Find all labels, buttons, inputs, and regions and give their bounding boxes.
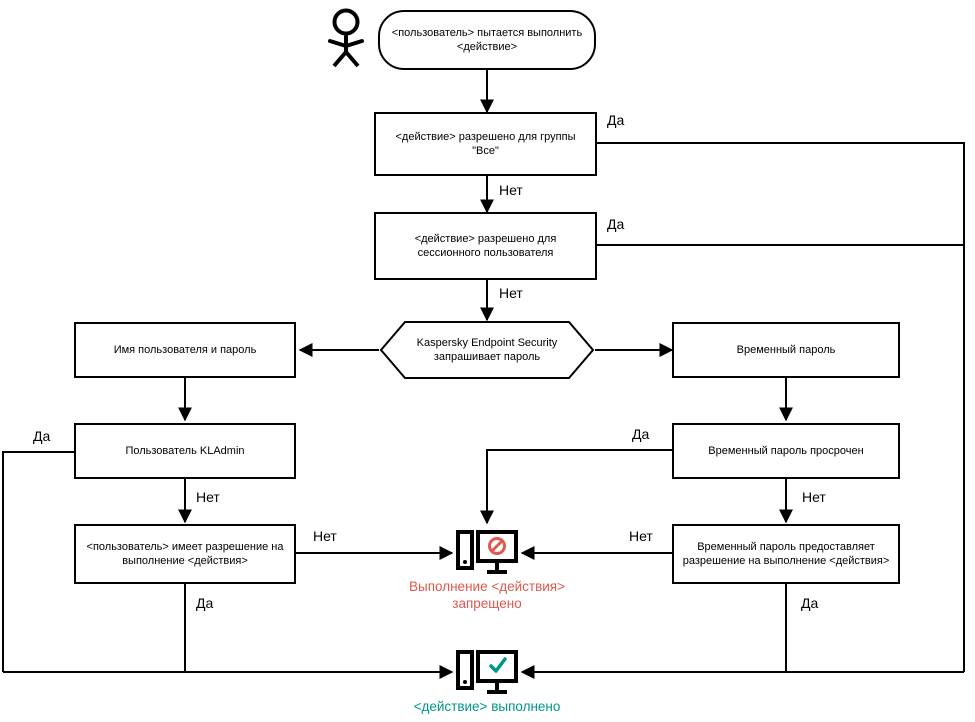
node-temp-password-grants-permission: Временный пароль предоставляет разрешени… xyxy=(672,524,900,584)
computer-check-icon xyxy=(455,648,519,698)
node-username-and-password: Имя пользователя и пароль xyxy=(74,322,296,378)
node-temporary-password-expired-label: Временный пароль просрочен xyxy=(708,445,864,457)
node-allowed-session-user-label: <действие> разрешено для сессионного пол… xyxy=(414,233,557,259)
node-temporary-password: Временный пароль xyxy=(672,322,900,378)
denied-terminator-label-line2: запрещено xyxy=(452,596,522,611)
allowed-terminator-label-text: <действие> выполнено xyxy=(413,699,561,714)
node-username-and-password-label: Имя пользователя и пароль xyxy=(113,344,257,356)
node-kladmin-user-label: Пользователь KLAdmin xyxy=(125,445,245,457)
allowed-terminator-label: <действие> выполнено xyxy=(367,698,607,715)
edge-label-grants-yes: Да xyxy=(801,595,819,611)
node-user-has-permission-label: <пользователь> имеет разрешение на выпол… xyxy=(86,541,284,567)
user-person-icon xyxy=(322,8,370,70)
edge-label-everyone-yes: Да xyxy=(607,112,625,128)
denied-terminator-label: Выполнение <действия> запрещено xyxy=(367,578,607,612)
node-allowed-everyone: <действие> разрешено для группы "Все" xyxy=(374,112,597,176)
edge-label-permission-yes: Да xyxy=(196,595,214,611)
edge-label-session-no: Нет xyxy=(499,285,523,301)
node-allowed-session-user: <действие> разрешено для сессионного пол… xyxy=(374,212,597,280)
computer-blocked-icon xyxy=(455,528,519,578)
node-start-label: <пользователь> пытается выполнить <дейст… xyxy=(391,27,583,53)
edge-label-grants-no: Нет xyxy=(629,528,653,544)
edge-label-permission-no: Нет xyxy=(313,528,337,544)
node-temporary-password-expired: Временный пароль просрочен xyxy=(672,423,900,479)
node-temporary-password-label: Временный пароль xyxy=(736,344,836,356)
node-kes-asks-password-label: Kaspersky Endpoint Security запрашивает … xyxy=(416,337,558,363)
node-temp-password-grants-permission-label: Временный пароль предоставляет разрешени… xyxy=(682,541,890,567)
edge-label-expired-yes: Да xyxy=(632,426,650,442)
edge-label-expired-no: Нет xyxy=(802,489,826,505)
node-start: <пользователь> пытается выполнить <дейст… xyxy=(378,10,596,70)
edge-label-kladmin-yes: Да xyxy=(33,428,51,444)
denied-terminator-label-line1: Выполнение <действия> xyxy=(409,579,565,594)
node-user-has-permission: <пользователь> имеет разрешение на выпол… xyxy=(74,524,296,584)
edge-label-kladmin-no: Нет xyxy=(196,489,220,505)
node-kes-asks-password: Kaspersky Endpoint Security запрашивает … xyxy=(379,320,595,380)
node-allowed-everyone-label: <действие> разрешено для группы "Все" xyxy=(395,131,576,157)
node-kladmin-user: Пользователь KLAdmin xyxy=(74,423,296,479)
edge-label-everyone-no: Нет xyxy=(499,182,523,198)
edge-label-session-yes: Да xyxy=(607,216,625,232)
